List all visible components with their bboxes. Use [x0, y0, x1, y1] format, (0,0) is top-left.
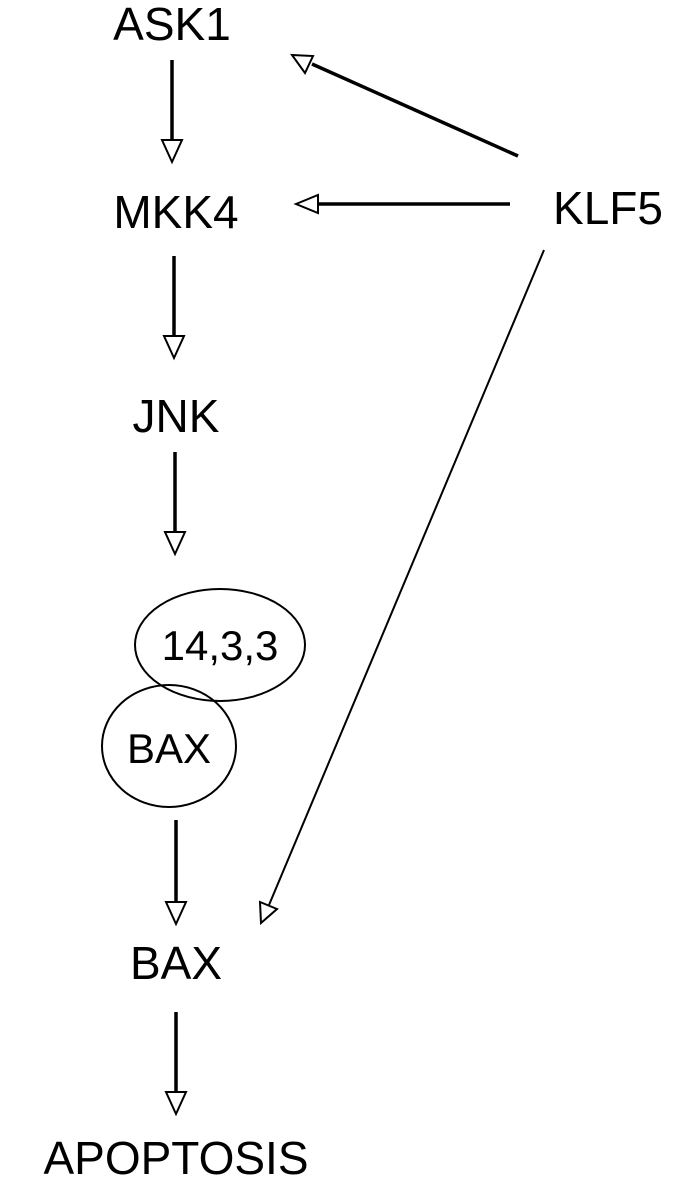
- complex-ellipse-14-3-3: [134, 588, 306, 702]
- arrow-bax-to-apoptosis: [164, 1012, 188, 1117]
- arrow-jnk-to-complex: [163, 452, 187, 557]
- node-mkk4: MKK4: [113, 186, 238, 238]
- arrow-ask1-to-mkk4: [160, 60, 184, 165]
- complex-ellipse-bax: [101, 684, 237, 808]
- complex-label-bax: BAX: [127, 725, 211, 772]
- complex-label-14-3-3: 14,3,3: [162, 622, 279, 669]
- node-bax: BAX: [130, 937, 222, 989]
- arrow-complex-to-bax: [164, 820, 188, 927]
- node-apoptosis: APOPTOSIS: [43, 1132, 308, 1181]
- arrow-klf5-to-ask1: [289, 53, 519, 158]
- arrow-mkk4-to-jnk: [162, 256, 186, 361]
- complex-14-3-3-bax: 14,3,3 BAX: [101, 588, 306, 808]
- arrow-klf5-to-mkk4: [293, 193, 510, 215]
- arrow-klf5-to-bax: [258, 249, 545, 926]
- node-ask1: ASK1: [113, 0, 231, 50]
- node-klf5: KLF5: [553, 182, 663, 234]
- node-jnk: JNK: [133, 390, 220, 442]
